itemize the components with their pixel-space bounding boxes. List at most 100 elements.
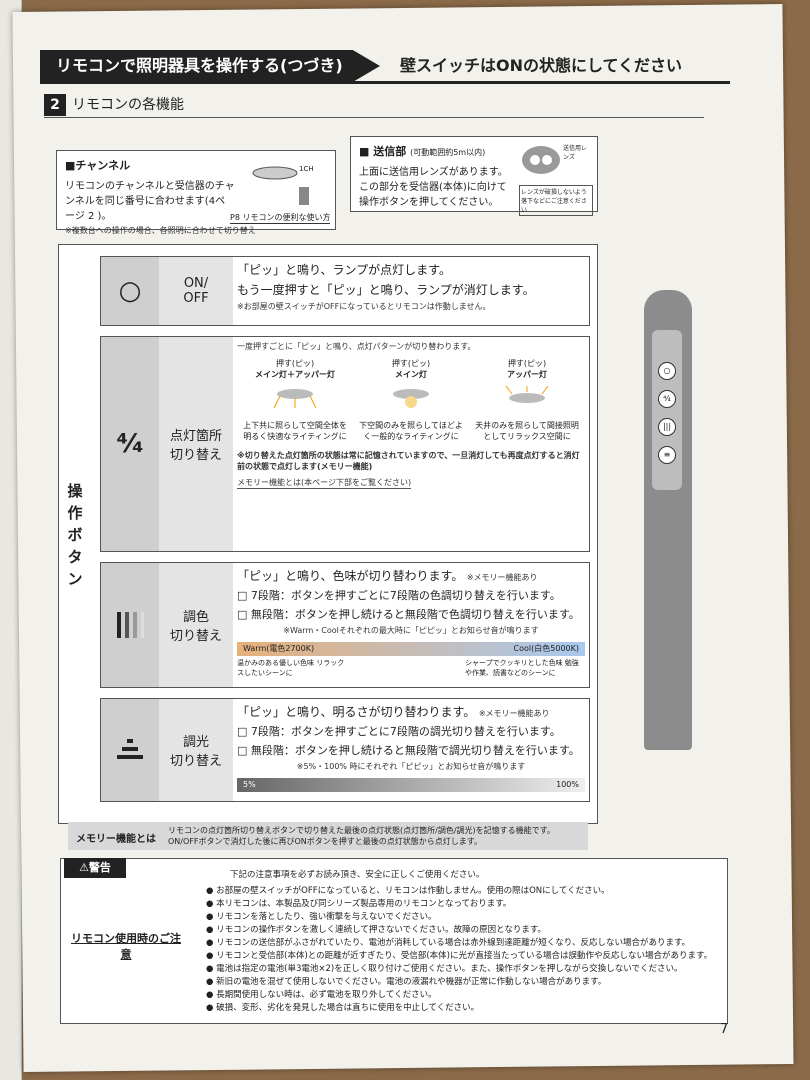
channel-illustration: 1CH <box>245 161 325 207</box>
dim-bar-note: ※5%・100% 時にそれぞれ「ピピッ」とお知らせ音が鳴ります <box>296 762 526 771</box>
channel-title: ■チャンネル <box>65 159 131 172</box>
warm-label: Warm(電色2700K) <box>243 644 315 653</box>
push-label: 押す <box>507 359 524 368</box>
section-title: リモコンの各機能 <box>72 97 184 113</box>
color-button[interactable]: ||| <box>658 418 676 436</box>
color-temperature-bar: Warm(電色2700K) Cool(白色5000K) <box>237 642 585 656</box>
push-label: 押す <box>391 359 408 368</box>
pattern-desc-1: 上下共に照らして空間全体を明るく快適なライティングに <box>243 421 347 441</box>
header-subtitle: 壁スイッチはONの状態にしてください <box>400 56 683 75</box>
warm-desc: 温かみのある優しい色味 リラックスしたいシーンに <box>237 659 345 677</box>
switch-note: ※切り替えた点灯箇所の状態は常に記憶されていますので、一旦消灯しても再度点灯する… <box>237 451 580 471</box>
pattern-main: メイン灯 <box>394 370 427 379</box>
beep-label: ピッ <box>294 359 311 368</box>
section-divider <box>44 117 704 118</box>
side-label: 操作ボタン <box>67 482 83 588</box>
switch-panel: ⁴⁄₄ 点灯箇所 切り替え 一度押すごとに「ピッ」と鳴り、点灯パターンが切り替わ… <box>100 336 590 552</box>
header-title: リモコンで照明器具を操作する(つづき) <box>40 50 380 82</box>
brightness-icon <box>101 699 159 801</box>
remote-button-panel: ○ ⁴⁄₄ ||| ≡ <box>652 330 682 490</box>
warning-heading: リモコン使用時のご注意 <box>71 932 181 961</box>
onoff-name: ON/ OFF <box>159 257 233 325</box>
onoff-line1: 「ピッ」と鳴り、ランプが点灯します。 <box>237 263 451 277</box>
dim-name: 調光 切り替え <box>159 699 233 801</box>
onoff-line2: もう一度押すと「ピッ」と鳴り、ランプが消灯します。 <box>237 283 535 297</box>
color-bar-note: ※Warm・Coolそれぞれの最大時に「ピピッ」とお知らせ音が鳴ります <box>283 626 539 635</box>
memory-label: メモリー機能とは <box>76 834 156 845</box>
warning-item: 新旧の電池を混ぜて使用しないでください。電池の液漏れや機器が正常に作動しない場合… <box>206 975 718 987</box>
channel-label: 1CH <box>299 165 314 173</box>
switch-pattern-images <box>237 385 585 414</box>
high-label: 100% <box>556 780 579 789</box>
color-bars-icon <box>101 563 159 687</box>
color-name: 調色 切り替え <box>159 563 233 687</box>
warning-item: リモコンの送信部がふさがれていたり、電池が消耗している場合は赤外線到達距離が短く… <box>206 936 718 948</box>
memory-function-banner: メモリー機能とは リモコンの点灯箇所切り替えボタンで切り替えた最後の点灯状態(点… <box>68 822 588 850</box>
pattern-upper: アッパー灯 <box>506 370 547 379</box>
dim-opt1: □ 7段階：ボタンを押すごとに7段階の調光切り替えを行います。 <box>237 725 561 738</box>
warning-item: リモコンを落としたり、強い衝撃を与えないでください。 <box>206 910 718 922</box>
ceiling-light-icon <box>252 166 309 205</box>
color-memo-tag: ※メモリー機能あり <box>466 573 538 582</box>
pattern-main-upper: メイン灯＋アッパー灯 <box>254 370 335 379</box>
brightness-bar: 5% 100% <box>237 778 585 792</box>
section-heading: 2 リモコンの各機能 <box>44 94 184 116</box>
dim-button[interactable]: ≡ <box>658 446 676 464</box>
switch-line1: 一度押すごとに「ピッ」と鳴り、点灯パターンが切り替わります。 <box>237 342 476 351</box>
beep-label: ピッ <box>526 359 543 368</box>
onoff-panel: ○ ON/ OFF 「ピッ」と鳴り、ランプが点灯します。 もう一度押すと「ピッ」… <box>100 256 590 326</box>
warning-body: 下記の注意事項を必ずお読み頂き、安全に正しくご使用ください。 お部屋の壁スイッチ… <box>206 866 718 1014</box>
ceiling-light-icon <box>392 389 429 408</box>
lens-note: レンズが破損しないよう落下などにご注意ください <box>519 185 593 216</box>
switch-arrows-icon: ⁴⁄₄ <box>101 337 159 551</box>
pattern-desc-3: 天井のみを照らして間接照明としてリラックス空間に <box>475 421 579 441</box>
color-panel: 調色 切り替え 「ピッ」と鳴り、色味が切り替わります。 ※メモリー機能あり □ … <box>100 562 590 688</box>
power-icon: ○ <box>101 257 159 325</box>
warning-item: 本リモコンは、本製品及び同シリーズ製品専用のリモコンとなっております。 <box>206 897 718 909</box>
transmitter-range: (可動範囲約5m以内) <box>410 148 486 157</box>
page-number: 7 <box>720 1022 729 1037</box>
cool-desc: シャープでクッキリとした色味 勉強や作業、読書などのシーンに <box>465 659 579 677</box>
warning-lead: 下記の注意事項を必ずお読み頂き、安全に正しくご使用ください。 <box>230 870 485 880</box>
color-line1: 「ピッ」と鳴り、色味が切り替わります。 <box>237 569 464 583</box>
power-button[interactable]: ○ <box>658 362 676 380</box>
transmitter-text: 上面に送信用レンズがあります。この部分を受信器(本体)に向けて操作ボタンを押して… <box>359 167 508 208</box>
warning-item: リモコンの操作ボタンを激しく連続して押さないでください。故障の原因となります。 <box>206 923 718 935</box>
warning-item: 電池は指定の電池(単3電池×2)を正しく取り付けご使用ください。また、操作ボタン… <box>206 962 718 974</box>
switch-patterns: 押す(ピッ)メイン灯＋アッパー灯 押す(ピッ)メイン灯 押す(ピッ)アッパー灯 <box>254 359 547 379</box>
switch-button[interactable]: ⁴⁄₄ <box>658 390 676 408</box>
color-opt2: □ 無段階：ボタンを押し続けると無段階で色調切り替えを行います。 <box>237 608 580 621</box>
onoff-note: ※お部屋の壁スイッチがOFFになっているとリモコンは作動しません。 <box>237 302 491 311</box>
low-label: 5% <box>243 780 256 789</box>
page-header: リモコンで照明器具を操作する(つづき) 壁スイッチはONの状態にしてください <box>40 50 730 84</box>
ceiling-light-icon <box>505 385 549 403</box>
transmitter-box: ■ 送信部 (可動範囲約5m以内) 上面に送信用レンズがあります。この部分を受信… <box>350 136 598 216</box>
dim-memo-tag: ※メモリー機能あり <box>478 709 550 718</box>
dim-opt2: □ 無段階：ボタンを押し続けると無段階で調光切り替えを行います。 <box>237 744 580 757</box>
dim-line1: 「ピッ」と鳴り、明るさが切り替わります。 <box>237 705 476 719</box>
pattern-desc-2: 下空間のみを照らしてほどよく一般的なライティングに <box>359 421 463 441</box>
channel-box: ■チャンネル リモコンのチャンネルと受信器のチャンネルを同じ番号に合わせます(4… <box>56 150 336 235</box>
warning-item: お部屋の壁スイッチがOFFになっていると、リモコンは作動しません。使用の際はON… <box>206 884 718 896</box>
cool-label: Cool(白色5000K) <box>513 644 579 653</box>
warning-tag: ⚠警告 <box>64 858 126 878</box>
push-label: 押す <box>275 359 292 368</box>
lens-label: 送信用レンズ <box>563 145 588 161</box>
dim-panel: 調光 切り替え 「ピッ」と鳴り、明るさが切り替わります。 ※メモリー機能あり □… <box>100 698 590 802</box>
warning-item: リモコンと受信部(本体)との距離が近すぎたり、受信部(本体)に光が直接当たってい… <box>206 949 718 961</box>
transmitter-title: ■ 送信部 <box>359 145 407 158</box>
channel-note: ※複数台への操作の場合、各照明に合わせて切り替え <box>65 226 256 235</box>
section-number: 2 <box>44 94 66 116</box>
remote-control: ○ ⁴⁄₄ ||| ≡ <box>644 290 692 750</box>
beep-label: ピッ <box>410 359 427 368</box>
lens-icon <box>522 146 560 174</box>
switch-pattern-descriptions: 上下共に照らして空間全体を明るく快適なライティングに 下空間のみを照らしてほどよ… <box>237 420 585 442</box>
switch-memo-link[interactable]: メモリー機能とは(本ページ下部をご覧ください) <box>237 478 412 489</box>
channel-text: リモコンのチャンネルと受信器のチャンネルを同じ番号に合わせます(4ページ 2 )… <box>65 181 235 222</box>
warning-item: 破損、変形、劣化を発見した場合は直ちに使用を中止してください。 <box>206 1001 718 1013</box>
warning-list: お部屋の壁スイッチがOFFになっていると、リモコンは作動しません。使用の際はON… <box>206 884 718 1013</box>
memory-text: リモコンの点灯箇所切り替えボタンで切り替えた最後の点灯状態(点灯箇所/調色/調光… <box>168 826 555 846</box>
warning-item: 長期間使用しない時は、必ず電池を取り外してください。 <box>206 988 718 1000</box>
switch-name: 点灯箇所 切り替え <box>159 337 233 551</box>
color-opt1: □ 7段階：ボタンを押すごとに7段階の色調切り替えを行います。 <box>237 589 561 602</box>
